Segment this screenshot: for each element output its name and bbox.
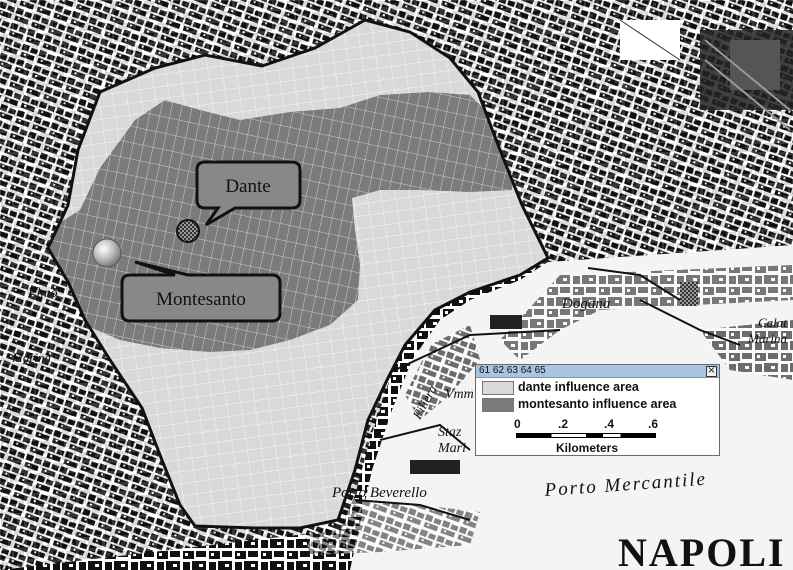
label-stazione: Staz: [438, 425, 462, 440]
scale-tick-0-6: .6: [648, 417, 659, 431]
label-dogana: Dogana: [561, 296, 610, 312]
legend-title-numbers: 61 62 63 64 65: [479, 365, 546, 376]
label-marina-right: Marina: [747, 331, 788, 346]
scale-tick-0-4: .4: [604, 417, 615, 431]
dante-callout-text: Dante: [225, 176, 270, 197]
label-marina-left: Marina: [11, 350, 52, 365]
legend-swatch-montesanto: [482, 398, 514, 412]
label-elmo: Elmo: [27, 286, 58, 301]
scale-bar: [516, 433, 656, 438]
label-marit: Mari: [437, 441, 466, 456]
scale-tick-0: 0: [514, 417, 521, 431]
legend-label-montesanto: montesanto influence area: [518, 397, 677, 411]
dante-callout: Dante: [195, 160, 302, 227]
study-area-boundary: [46, 18, 550, 530]
montesanto-callout-text: Montesanto: [156, 289, 246, 310]
label-porto-beverello: Porto Beverello: [331, 485, 427, 501]
label-calata: Calat: [758, 315, 787, 330]
legend-label-dante: dante influence area: [518, 380, 639, 394]
scale-tick-0-2: .2: [558, 417, 569, 431]
legend-panel: 61 62 63 64 65 × dante influence area mo…: [475, 364, 720, 456]
label-vmm: Vmm: [445, 387, 474, 402]
close-icon[interactable]: ×: [706, 365, 717, 377]
label-napoli: NAPOLI: [618, 530, 786, 570]
legend-titlebar[interactable]: 61 62 63 64 65 ×: [476, 365, 719, 378]
montesanto-station-marker[interactable]: [92, 238, 122, 268]
legend-swatch-dante: [482, 381, 514, 395]
montesanto-callout: Montesanto: [120, 260, 282, 323]
dante-station-marker[interactable]: [176, 219, 200, 243]
scale-unit-label: Kilometers: [556, 441, 619, 455]
